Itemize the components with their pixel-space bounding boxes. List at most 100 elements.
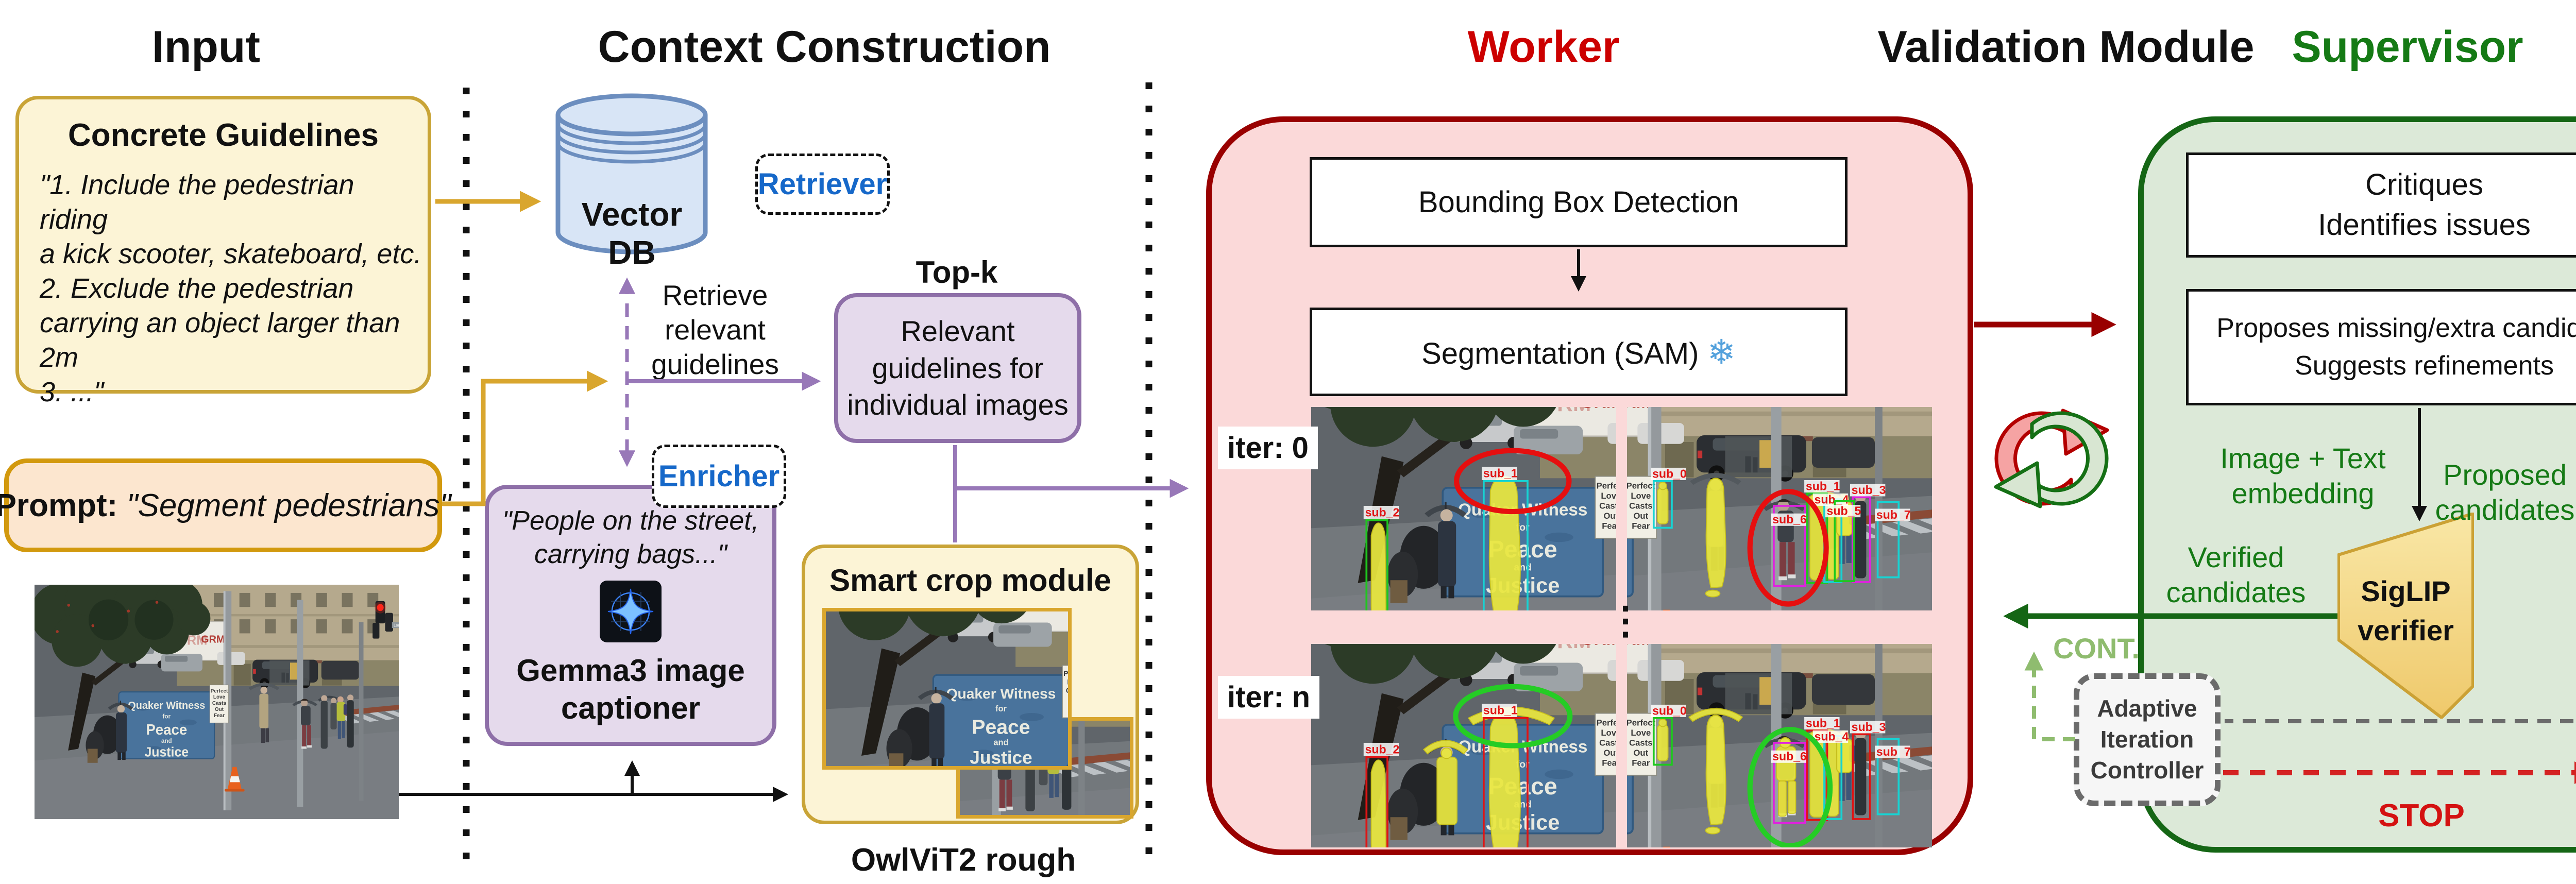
svg-text:sub_1: sub_1 (1806, 479, 1840, 492)
embedding-note-line: Image + Text (2220, 442, 2386, 474)
proposes-box: Proposes missing/extra candidates Sugges… (2186, 289, 2576, 405)
proposed-note-line: candidates (2435, 494, 2575, 526)
controller-line: Controller (2090, 756, 2204, 784)
concrete-guidelines-box: Concrete Guidelines "1. Include the pede… (15, 96, 431, 407)
svg-text:sub_7: sub_7 (1876, 508, 1911, 521)
siglip-line: verifier (2358, 614, 2454, 647)
worker-itern-image-left: sub_2 sub_1 sub_0 (1311, 644, 1616, 847)
input-image (35, 585, 399, 819)
caption-quote-line: carrying bags..." (534, 539, 727, 569)
bbox-detection-step: Bounding Box Detection (1310, 157, 1848, 247)
svg-text:sub_7: sub_7 (1876, 745, 1911, 758)
captioner-box: "People on the street, carrying bags..."… (485, 485, 776, 746)
prompt-box: Prompt: "Segment pedestrians" (0, 458, 451, 552)
svg-text:sub_2: sub_2 (1365, 742, 1400, 756)
arrow-controller-continue (2024, 651, 2075, 741)
proposed-note: Proposed candidates (2428, 457, 2576, 528)
enricher-label: Enricher (658, 460, 780, 493)
retrieve-note-line: relevant (665, 314, 766, 346)
prompt-label: Prompt: (0, 487, 118, 523)
itern-right-overlays: sub_0 sub_1 sub_3 sub_4 sub_6 sub_7 (1651, 704, 1911, 847)
topk-label: Top-k (916, 255, 998, 290)
controller-line: Iteration (2100, 726, 2194, 753)
controller-line: Adaptive (2097, 695, 2197, 722)
guideline-line: 2m (40, 342, 79, 373)
caption-quote-line: "People on the street, (502, 506, 759, 536)
iter0-right-overlays: sub_0 sub_1 sub_3 sub_4 sub_5 sub_6 sub_… (1651, 467, 1911, 607)
worker-itern-image-right: sub_0 sub_1 sub_3 sub_4 sub_6 sub_7 (1627, 644, 1932, 847)
svg-text:sub_6: sub_6 (1772, 513, 1807, 526)
siglip-line: SigLIP (2361, 575, 2451, 607)
guideline-line: a kick scooter, skateboard, etc. (40, 239, 422, 269)
svg-text:sub_1: sub_1 (1483, 466, 1518, 480)
guideline-line: 2. Exclude the pedestrian (40, 273, 354, 304)
vector-db: Vector DB (554, 92, 709, 271)
cont-label: CONT. (2053, 632, 2140, 665)
adaptive-iteration-controller: Adaptive Iteration Controller (2074, 673, 2221, 806)
guideline-line: "1. Include the pedestrian riding (40, 169, 354, 235)
svg-text:sub_3: sub_3 (1852, 720, 1886, 734)
retriever-label: Retriever (757, 167, 888, 201)
svg-text:sub_0: sub_0 (1652, 467, 1687, 480)
enricher-tag: Enricher (652, 445, 786, 508)
retrieve-note: Retrieve relevant guidelines (648, 278, 782, 382)
smart-crop-image-1 (822, 608, 1072, 770)
relevant-guidelines-line: guidelines for (872, 351, 1044, 384)
proposes-line: Proposes missing/extra candidates (2216, 313, 2576, 344)
guideline-line: 3. ..." (40, 377, 104, 407)
verified-note: Verified candidates (2156, 540, 2316, 610)
svg-text:sub_6: sub_6 (1772, 750, 1807, 763)
stop-label: STOP (2378, 798, 2465, 834)
embedding-note: Image + Text embedding (2205, 441, 2401, 512)
svg-text:sub_4: sub_4 (1815, 492, 1849, 506)
iter0-left-overlays: sub_2 sub_1 sub_0 (1363, 448, 1572, 610)
relevant-guidelines-line: Relevant (901, 314, 1015, 347)
proposes-line: Suggests refinements (2295, 351, 2554, 381)
svg-text:sub_2: sub_2 (1365, 505, 1400, 519)
embedding-note-line: embedding (2231, 477, 2375, 510)
iteration-dots: ⋮ (1606, 599, 1645, 642)
relevant-guidelines-box: Relevant guidelines for individual image… (834, 293, 1081, 443)
guideline-line: carrying an object larger than (40, 308, 400, 338)
proposed-note-line: Proposed (2443, 458, 2567, 491)
cycle-green-arrow (1994, 411, 2109, 508)
captioner-name-line: captioner (561, 691, 701, 726)
itern-left-overlays: sub_2 sub_1 sub_0 (1363, 684, 1573, 847)
database-icon (555, 93, 708, 254)
gemma-logo-icon (600, 581, 662, 642)
svg-text:sub_1: sub_1 (1483, 703, 1518, 717)
critiques-line: Identifies issues (2318, 208, 2531, 242)
svg-text:sub_3: sub_3 (1852, 483, 1886, 497)
captioner-name-line: Gemma3 image (516, 653, 745, 688)
worker-iter0-image-left: sub_2 sub_1 sub_0 (1311, 407, 1616, 610)
smart-crop-title: Smart crop module (829, 563, 1111, 598)
seg-step-label: Segmentation (SAM) (1421, 336, 1699, 370)
segmentation-step: Segmentation (SAM) ❄ (1310, 308, 1848, 396)
prompt-value: "Segment pedestrians" (126, 487, 451, 523)
guidelines-text: "1. Include the pedestrian riding a kick… (40, 168, 428, 410)
verified-note-line: Verified (2188, 541, 2284, 573)
vector-db-label: Vector DB (581, 196, 683, 271)
svg-text:sub_0: sub_0 (1652, 704, 1687, 717)
iter-n-label: iter: n (1218, 676, 1320, 719)
iter-0-label: iter: 0 (1218, 427, 1318, 469)
owlvit-caption: OwlViT2 rough detection (851, 842, 1076, 884)
svg-text:sub_1: sub_1 (1806, 716, 1840, 729)
iteration-cycle-icon (1985, 399, 2119, 518)
context-construction-heading: Context Construction (598, 22, 1051, 72)
svg-text:sub_5: sub_5 (1827, 504, 1861, 518)
relevant-guidelines-line: individual images (847, 388, 1069, 421)
critiques-box: Critiques Identifies issues (2186, 152, 2576, 258)
siglip-verifier: SigLIP verifier (2337, 512, 2475, 719)
verified-note-line: candidates (2166, 576, 2306, 609)
bbox-step-label: Bounding Box Detection (1418, 185, 1739, 219)
snowflake-icon: ❄ (1707, 332, 1736, 371)
retrieve-note-line: guidelines (651, 348, 779, 381)
retriever-tag: Retriever (755, 154, 890, 215)
worker-heading: Worker (1467, 22, 1620, 72)
svg-text:sub_4: sub_4 (1815, 729, 1849, 743)
guidelines-title: Concrete Guidelines (68, 117, 379, 153)
validation-module-heading: Validation Module (1877, 22, 2255, 72)
retrieve-note-line: Retrieve (662, 279, 768, 311)
critiques-line: Critiques (2365, 167, 2483, 201)
